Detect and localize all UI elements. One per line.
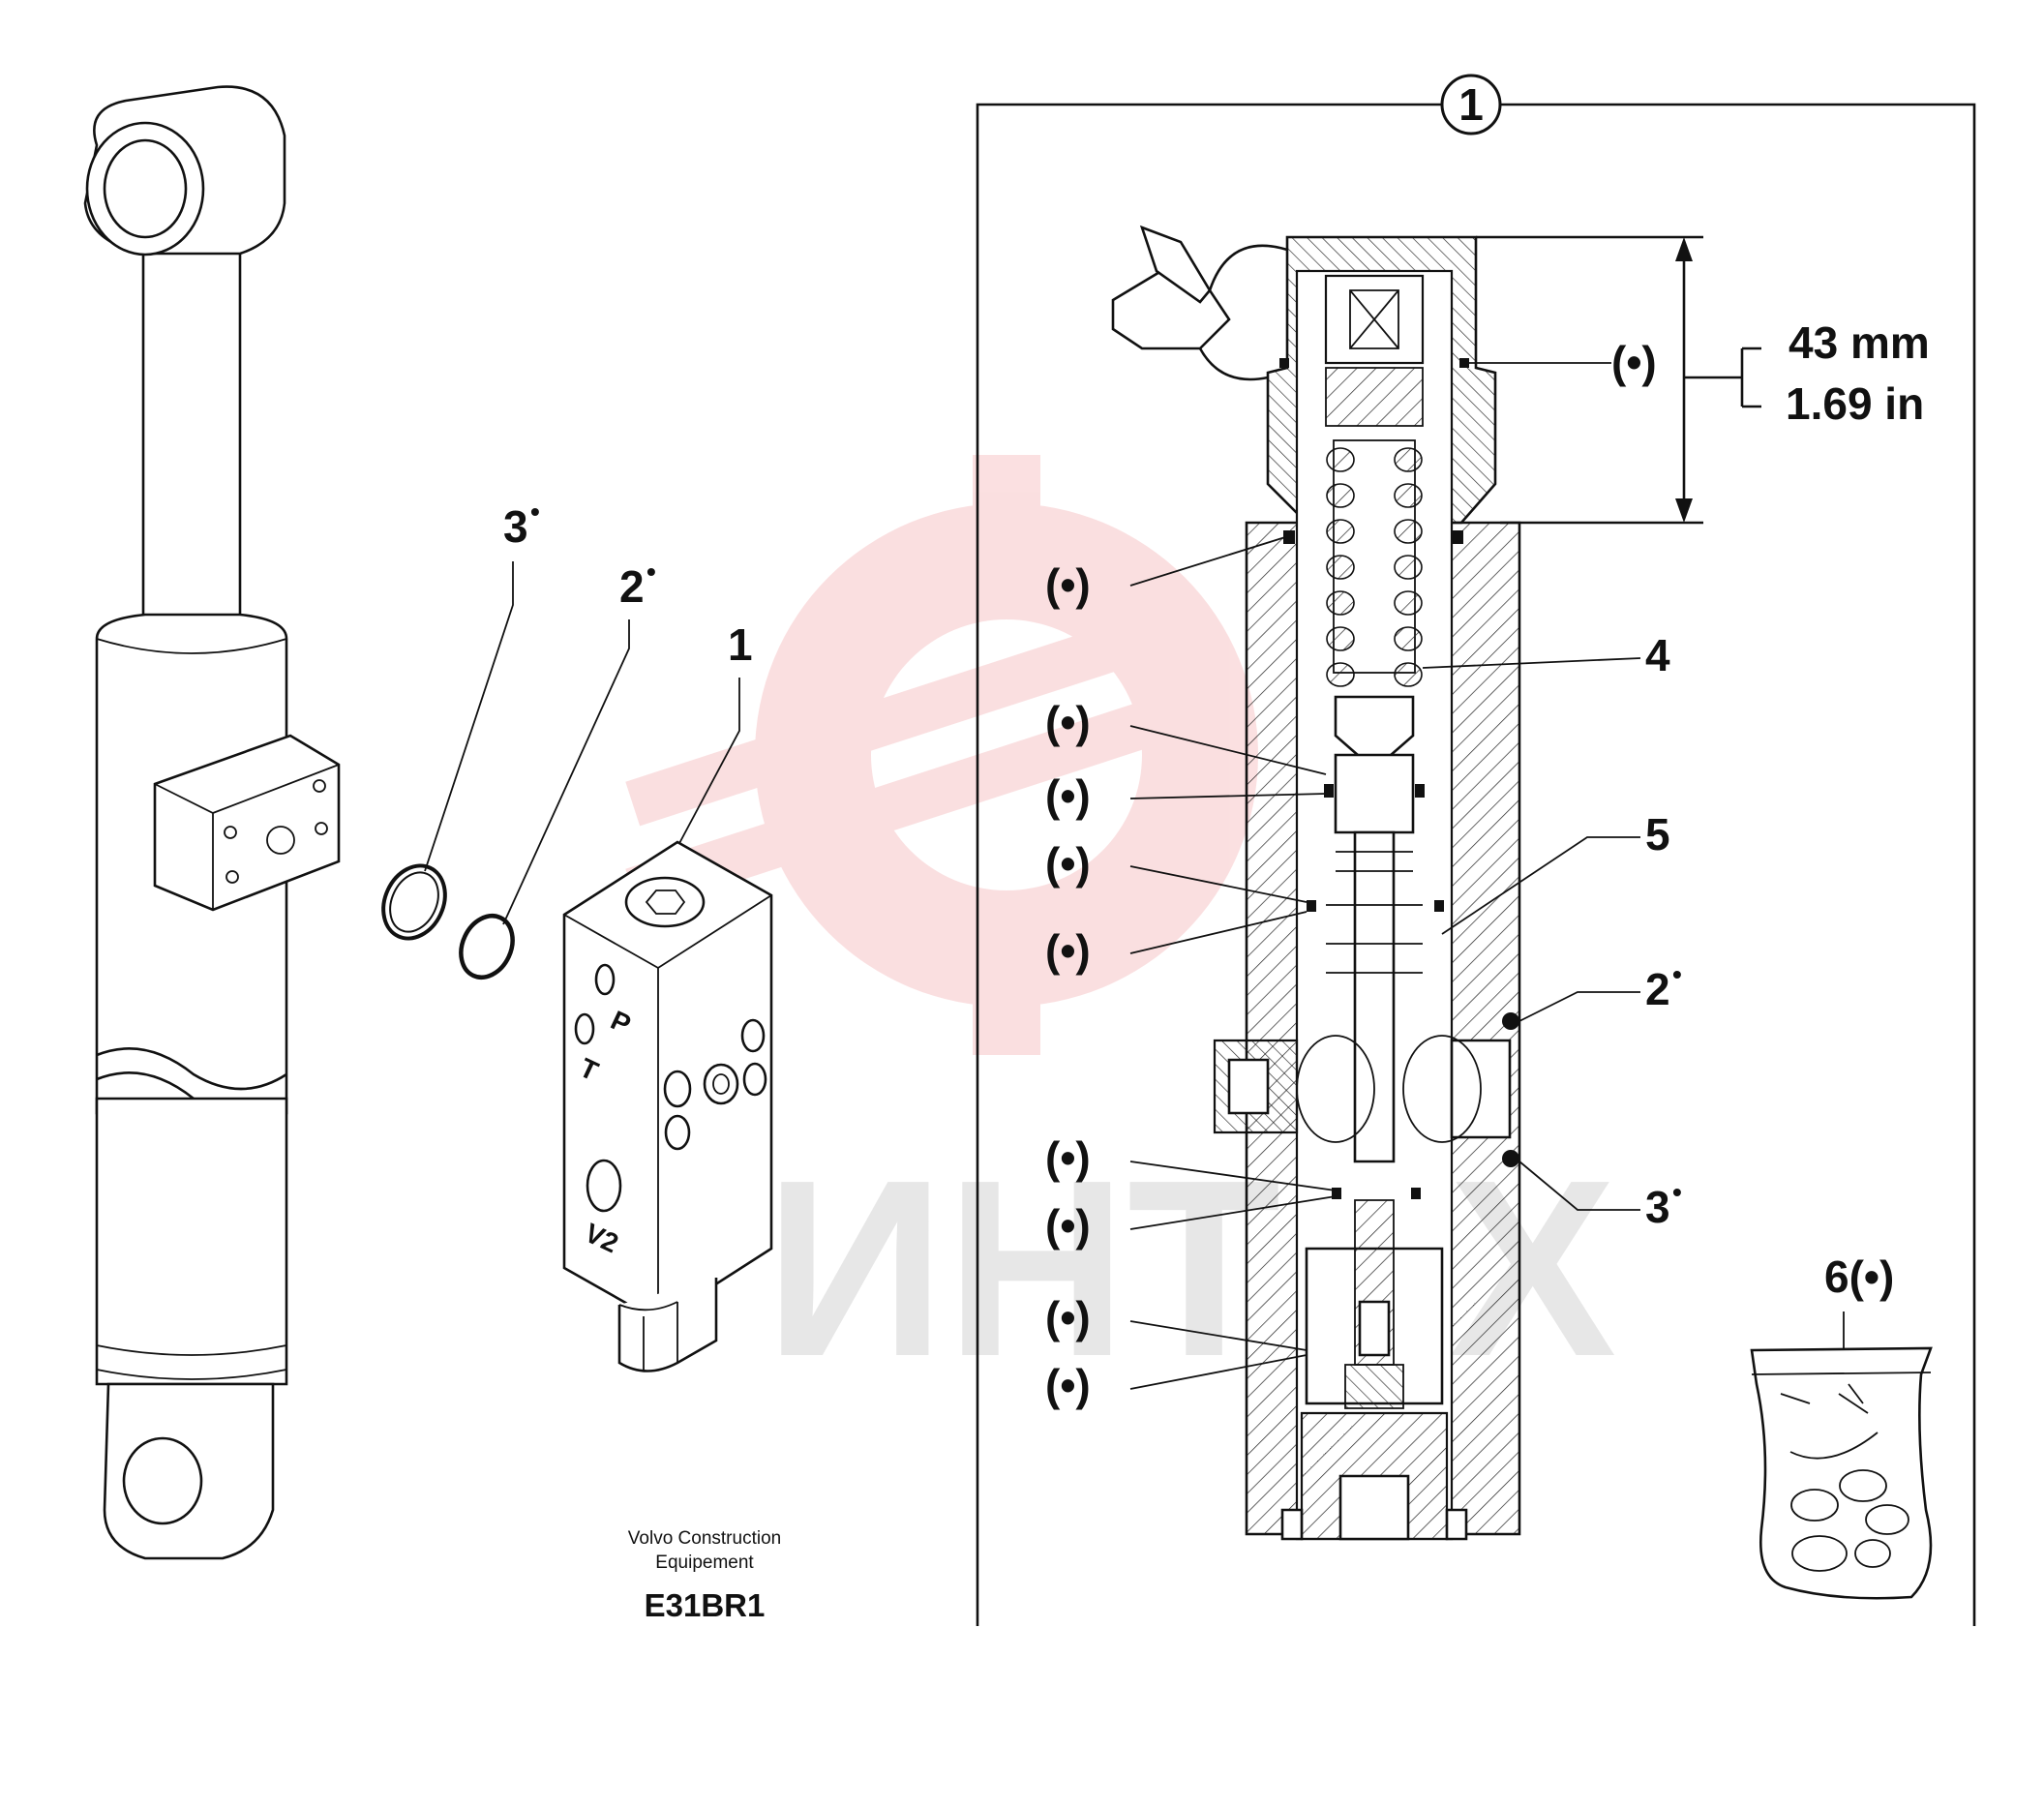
leader-lines — [1129, 362, 1641, 1390]
hydraulic-cylinder — [83, 85, 341, 1560]
callout-3r-mark: • — [1672, 1177, 1682, 1207]
callout-5-label: 5 — [1645, 809, 1670, 859]
callout-2r-number: 2 — [1645, 964, 1670, 1014]
dimension-marker — [1476, 235, 1761, 525]
watermark-logo — [625, 455, 1258, 1055]
dimension-imperial: 1.69 in — [1786, 378, 1924, 429]
detail-frame — [976, 74, 1976, 1626]
callout-kit-g: (•) — [1045, 1132, 1091, 1183]
callout-3-number: 3 — [503, 501, 528, 552]
caption-maker-line2: Equipement — [655, 1553, 754, 1573]
callout-kit-b: (•) — [1045, 559, 1091, 610]
seal-kit-bag — [1750, 1312, 1933, 1600]
callout-6-label: 6(•) — [1824, 1251, 1894, 1302]
spring — [1326, 439, 1423, 687]
oring-2 — [459, 914, 515, 980]
callout-kit-f: (•) — [1045, 925, 1091, 976]
callout-2r-mark: • — [1672, 959, 1682, 989]
valve-block — [562, 840, 773, 1372]
callout-2-number: 2 — [619, 561, 645, 612]
caption-maker-line1: Volvo Construction — [628, 1528, 781, 1549]
callout-kit-e: (•) — [1045, 838, 1091, 889]
callout-kit-a: (•) — [1611, 337, 1657, 387]
dimension-metric: 43 mm — [1788, 317, 1930, 368]
callout-kit-c: (•) — [1045, 697, 1091, 747]
valve-cross-section — [1111, 225, 1521, 1541]
callout-3r-number: 3 — [1645, 1182, 1670, 1232]
caption-code: E31BR1 — [645, 1587, 766, 1623]
callout-kit-i: (•) — [1045, 1292, 1091, 1342]
oring-3 — [381, 863, 447, 941]
callout-kit-d: (•) — [1045, 770, 1091, 821]
callout-3-mark: • — [530, 497, 540, 527]
callout-kit-j: (•) — [1045, 1360, 1091, 1410]
callout-kit-h: (•) — [1045, 1200, 1091, 1251]
callout-4-label: 4 — [1645, 630, 1670, 680]
callout-1-label: 1 — [728, 619, 753, 670]
callout-2-mark: • — [646, 557, 656, 587]
detail-badge: 1 — [1458, 79, 1484, 130]
